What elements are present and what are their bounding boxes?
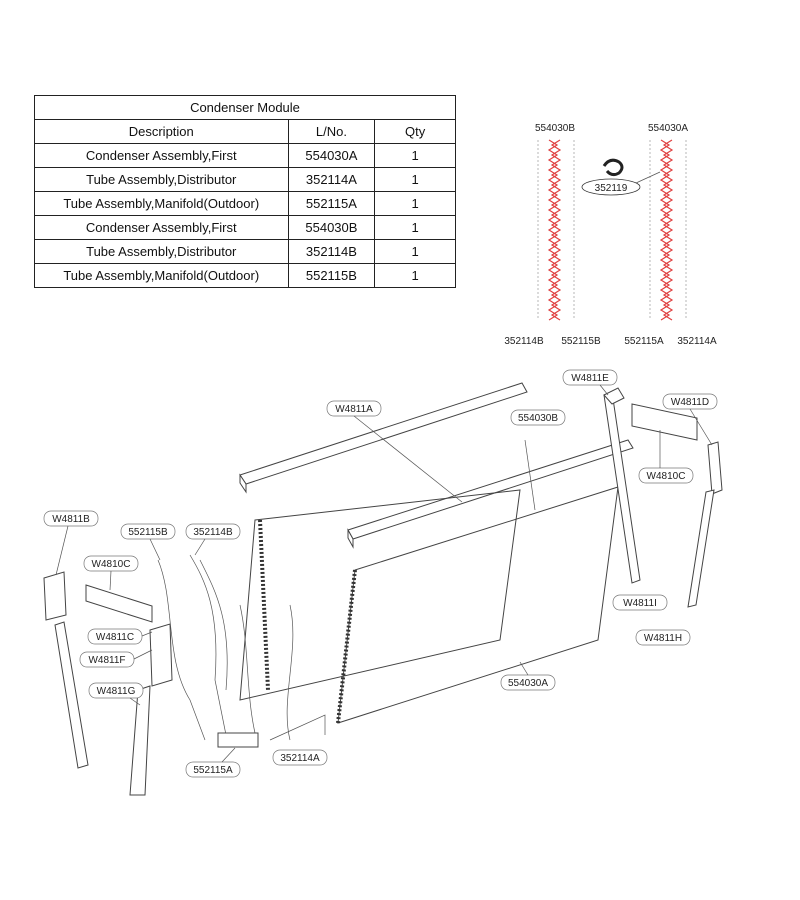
rail-bracket: [524, 439, 536, 511]
coil-fin-edge: [336, 569, 357, 724]
callout-w4811d: W4811D: [662, 393, 718, 446]
cell-lno: 552115B: [287, 263, 376, 288]
svg-text:W4811G: W4811G: [97, 686, 136, 697]
coil-right-front: [659, 139, 671, 321]
svg-text:W4811F: W4811F: [88, 655, 125, 666]
callout-w4811a: W4811A: [326, 400, 463, 503]
post-left-g: [129, 685, 151, 796]
post-cap-b: [43, 571, 67, 621]
svg-text:W4811C: W4811C: [96, 632, 134, 643]
callout-w4811e: W4811E: [562, 369, 618, 396]
distributor-352114b-tube: [199, 559, 228, 691]
svg-text:W4810C: W4810C: [92, 559, 131, 570]
schematic-label-top-left: 554030B: [535, 123, 575, 134]
callout-352114a: 352114A: [272, 749, 328, 766]
svg-text:W4811A: W4811A: [335, 404, 373, 415]
callout-352114b: 352114B: [185, 523, 241, 556]
callouts: W4811E W4811A 554030B W4811D W4810C W481…: [43, 369, 718, 778]
table-title: Condenser Module: [34, 95, 456, 120]
manifold-base: [217, 732, 259, 748]
callout-w4810c-left: W4810C: [83, 555, 139, 591]
svg-text:W4811B: W4811B: [52, 514, 90, 525]
coil-fin-edge: [258, 519, 270, 691]
parts-table: Condenser Module Description L/No. Qty C…: [34, 95, 456, 288]
post-left-c: [54, 621, 89, 769]
distributor-352114a-tube: [269, 714, 326, 741]
schematic-label-bottom: 552115A: [624, 336, 664, 347]
callout-552115b: 552115B: [120, 523, 176, 561]
svg-text:W4811D: W4811D: [671, 397, 709, 408]
cell-description: Tube Assembly,Distributor: [34, 167, 289, 192]
header-description: Description: [34, 119, 289, 144]
callout-w4810c-right: W4810C: [638, 430, 694, 484]
schematic-label-center: 352119: [595, 183, 628, 194]
bracket-w4810c-left: [85, 584, 153, 623]
cell-qty: 1: [374, 263, 456, 288]
schematic-label-bottom: 352114A: [677, 336, 717, 347]
callout-w4811b: W4811B: [43, 510, 99, 576]
schematic: 554030B 554030A 352119 352114B 552115B 5…: [504, 123, 717, 347]
post-cap-d: [707, 441, 723, 495]
top-rail-end: [239, 473, 247, 494]
coil-left-back: [550, 139, 562, 321]
callout-554030a: 554030A: [500, 661, 556, 691]
cell-description: Tube Assembly,Manifold(Outdoor): [34, 191, 289, 216]
manifold-552115a: [239, 604, 259, 746]
post-cap-f: [149, 623, 173, 687]
cell-lno: 554030B: [287, 215, 376, 240]
schematic-label-top-right: 554030A: [648, 123, 688, 134]
callout-w4811h: W4811H: [635, 629, 691, 646]
cell-description: Tube Assembly,Manifold(Outdoor): [34, 263, 289, 288]
cell-qty: 1: [374, 239, 456, 264]
svg-text:W4811I: W4811I: [623, 598, 657, 609]
callout-w4811i: W4811I: [612, 594, 668, 611]
header-qty: Qty: [374, 119, 456, 144]
callout-w4811f: W4811F: [79, 649, 153, 668]
svg-text:W4811H: W4811H: [644, 633, 682, 644]
callout-w4811g: W4811G: [88, 682, 144, 706]
top-rail: [239, 382, 528, 485]
svg-text:352114B: 352114B: [193, 527, 233, 538]
post-right-h: [687, 489, 715, 608]
condenser-panel-front: [337, 486, 619, 724]
svg-text:W4810C: W4810C: [647, 471, 686, 482]
svg-text:W4811E: W4811E: [571, 373, 609, 384]
u-bend-part-icon: [602, 158, 624, 177]
callout-w4811c: W4811C: [87, 628, 153, 645]
cell-lno: 554030A: [287, 143, 376, 168]
cell-description: Condenser Assembly,First: [34, 215, 289, 240]
coil-left-front: [547, 139, 559, 321]
distributor-352114a: [286, 604, 294, 741]
svg-text:552115A: 552115A: [193, 765, 233, 776]
bracket-w4810c-right: [631, 403, 698, 441]
exploded-parts: [43, 382, 723, 796]
svg-text:554030A: 554030A: [508, 678, 548, 689]
middle-rail-end: [347, 528, 354, 549]
svg-text:554030B: 554030B: [518, 413, 558, 424]
coil-right-back: [662, 139, 674, 321]
callout-552115a: 552115A: [185, 747, 241, 778]
distributor-352114b: [189, 554, 229, 746]
svg-text:352114A: 352114A: [280, 753, 320, 764]
cell-qty: 1: [374, 143, 456, 168]
schematic-label-bottom: 552115B: [561, 336, 601, 347]
schematic-label-bottom: 352114B: [504, 336, 544, 347]
cell-description: Tube Assembly,Distributor: [34, 239, 289, 264]
callout-554030b: 554030B: [510, 409, 566, 426]
leader-line: [635, 171, 661, 184]
post-cap-e: [603, 387, 625, 405]
part-callout-ellipse: [581, 178, 641, 196]
svg-text:552115B: 552115B: [128, 527, 168, 538]
manifold-552115b: [157, 559, 206, 741]
